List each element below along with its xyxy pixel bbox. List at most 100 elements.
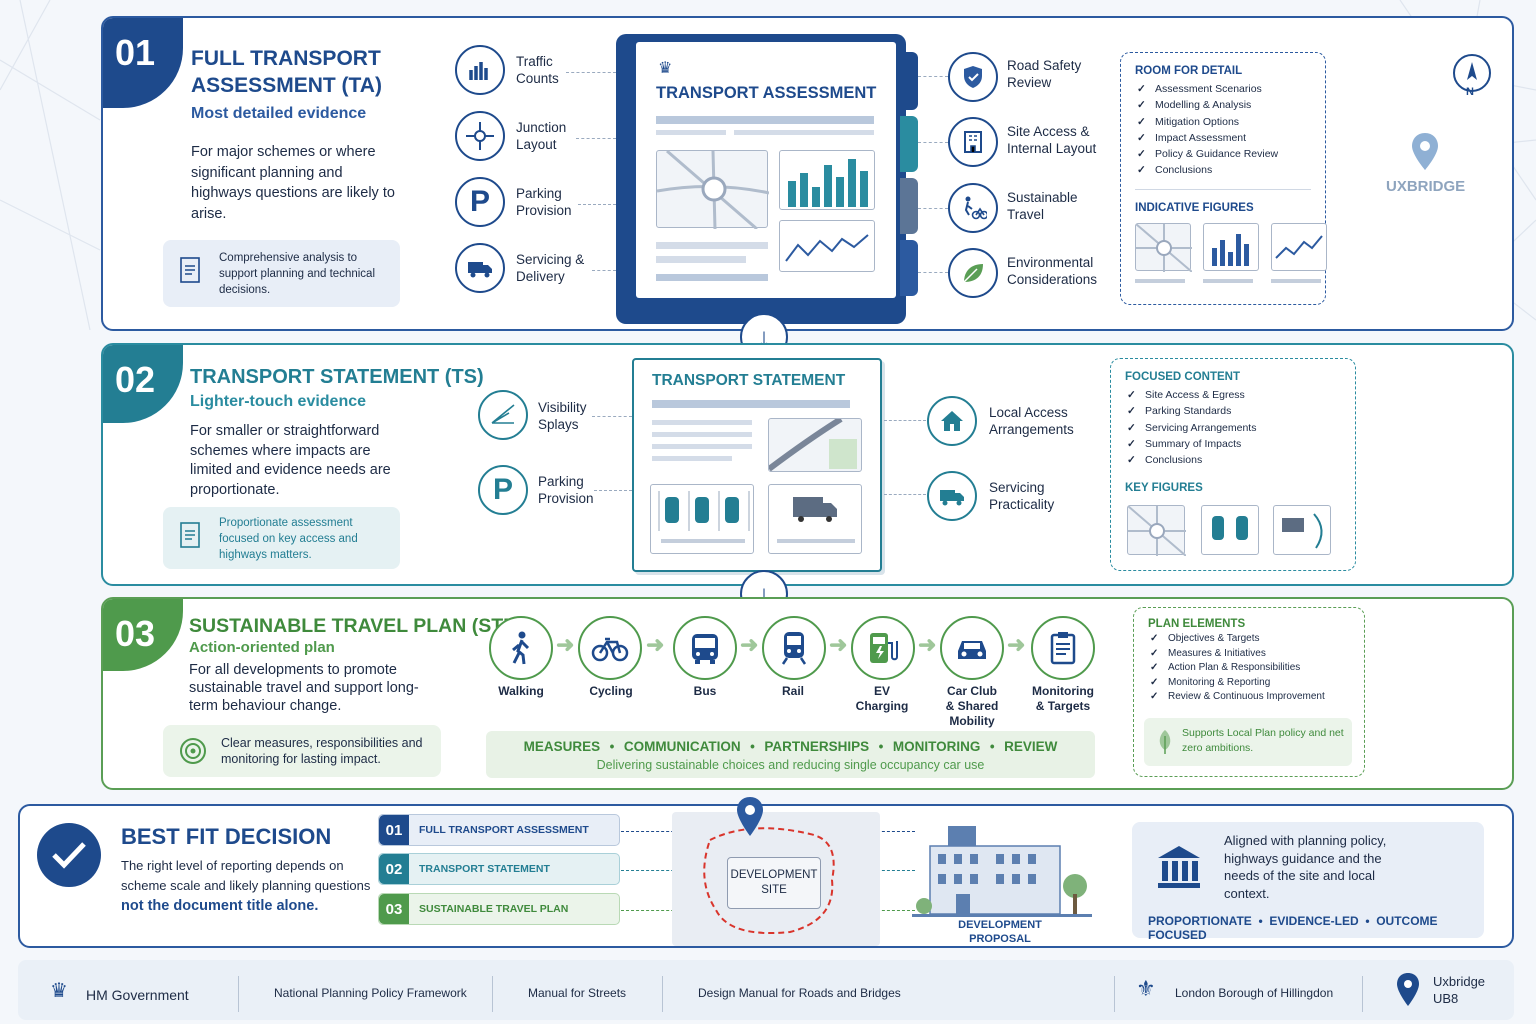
list-item: Measures & Initiatives: [1148, 647, 1350, 662]
chevron-right-icon: ➜: [646, 632, 665, 657]
chevron-right-icon: ➜: [740, 632, 759, 657]
list-item: Conclusions: [1135, 162, 1311, 179]
list-item: Review & Continuous Improvement: [1148, 690, 1350, 705]
stp-banner-items: MEASURES • COMMUNICATION • PARTNERSHIPS …: [523, 739, 1058, 754]
figure-thumb-junction: [1127, 505, 1187, 557]
ta-document-page: ♛ TRANSPORT ASSESSMENT: [636, 42, 896, 298]
best-fit-title: BEST FIT DECISION: [121, 824, 332, 849]
mode-label-bus: Bus: [693, 684, 717, 698]
stp-note-text: Clear measures, responsibilities and mon…: [221, 736, 423, 766]
document-icon: [179, 521, 203, 556]
access-map-figure: [767, 416, 862, 472]
figure-thumb-bars: [1203, 223, 1259, 271]
ta-description: For major schemes or where significant p…: [191, 144, 395, 222]
institution-icon: [1158, 846, 1200, 888]
truck-icon: [927, 471, 977, 521]
ts-document-title: TRANSPORT STATEMENT: [652, 372, 846, 389]
footer-dmrb: Design Manual for Roads and Bridges: [698, 986, 901, 1000]
mode-label-rail: Rail: [781, 684, 804, 698]
mode-label-walking: Walking: [498, 684, 544, 698]
ts-note: Proportionate assessment focused on key …: [163, 507, 400, 569]
train-icon: [762, 616, 826, 680]
checkmark-icon: [37, 823, 101, 887]
parking-bays-figure: [650, 484, 754, 554]
borough-crest-icon: ⚜: [1136, 976, 1156, 1001]
tree-icon: [1159, 730, 1171, 754]
ts-note-text: Proportionate assessment focused on key …: [219, 517, 358, 561]
compass-icon: [1453, 54, 1491, 92]
plan-note-text: Supports Local Plan policy and net zero …: [1182, 727, 1344, 754]
alignment-box: Aligned with planning policy, highways g…: [1132, 822, 1484, 942]
target-icon: [179, 737, 207, 769]
ta-title-line2: ASSESSMENT (TA): [191, 74, 382, 97]
bicycle-icon: [578, 616, 642, 680]
parking-icon: P: [455, 177, 505, 227]
mode-label-monitoring: Monitoring& Targets: [1032, 684, 1094, 713]
ta-note-text: Comprehensive analysis to support planni…: [219, 252, 376, 296]
indicative-figures-heading: INDICATIVE FIGURES: [1135, 201, 1254, 214]
footer-nppf: National Planning Policy Framework: [274, 986, 467, 1000]
plan-note: Supports Local Plan policy and net zero …: [1144, 718, 1352, 766]
chevron-right-icon: ➜: [918, 632, 937, 657]
building-access-icon: [948, 117, 998, 167]
location-pin-icon: [1397, 973, 1419, 1006]
map-pin-icon: [1410, 132, 1440, 177]
ts-title: TRANSPORT STATEMENT (TS): [190, 366, 484, 388]
footer-borough: London Borough of Hillingdon: [1175, 986, 1334, 1000]
ta-note: Comprehensive analysis to support planni…: [163, 240, 400, 307]
room-for-detail-box: ROOM FOR DETAIL Assessment Scenarios Mod…: [1120, 52, 1327, 305]
list-item: Parking Standards: [1125, 403, 1341, 420]
chevron-right-icon: ➜: [1007, 632, 1026, 657]
stp-title: SUSTAINABLE TRAVEL PLAN (STP): [189, 615, 523, 637]
stp-note: Clear measures, responsibilities and mon…: [163, 725, 441, 777]
list-item: Conclusions: [1125, 452, 1341, 469]
footer: ♛ HM Government National Planning Policy…: [18, 960, 1514, 1020]
chevron-right-icon: ➜: [829, 632, 848, 657]
document-icon: [179, 256, 203, 291]
site-boundary: [703, 827, 835, 935]
figure-thumb-junction: [1135, 223, 1193, 273]
list-item: Policy & Guidance Review: [1135, 146, 1311, 163]
crest-icon: ♛: [658, 60, 673, 77]
ts-subtitle: Lighter-touch evidence: [190, 393, 367, 410]
stp-subtitle: Action-oriented plan: [189, 639, 335, 656]
bus-icon: [673, 616, 737, 680]
figure-thumb-servicing: [1273, 505, 1331, 555]
ts-document: TRANSPORT STATEMENT: [632, 358, 882, 572]
site-access-label: Site Access &Internal Layout: [1007, 124, 1097, 156]
junction-map-figure: [656, 149, 770, 231]
list-item: Impact Assessment: [1135, 130, 1311, 147]
stp-banner: MEASURES • COMMUNICATION • PARTNERSHIPS …: [486, 731, 1095, 778]
focused-content-box: FOCUSED CONTENT Site Access & Egress Par…: [1110, 358, 1356, 571]
bar-chart-icon: [455, 45, 505, 95]
parking-icon: P: [478, 465, 528, 515]
best-fit-emphasis: not the document title alone.: [121, 898, 319, 914]
room-for-detail-heading: ROOM FOR DETAIL: [1135, 65, 1243, 77]
building-icon: [912, 826, 1092, 917]
list-item: Mitigation Options: [1135, 114, 1311, 131]
clipboard-icon: [1031, 616, 1095, 680]
crest-icon: ♛: [50, 980, 68, 1002]
plan-elements-box: PLAN ELEMENTS Objectives & Targets Measu…: [1133, 607, 1365, 777]
house-icon: [927, 396, 977, 446]
shield-icon: [948, 52, 998, 102]
best-fit-description: The right level of reporting depends on …: [121, 858, 371, 914]
stp-description: For all developments to promote sustaina…: [189, 662, 419, 714]
walking-icon: [489, 616, 553, 680]
truck-icon: [455, 243, 505, 293]
stp-banner-subtitle: Delivering sustainable choices and reduc…: [596, 758, 985, 772]
walk-cycle-icon: [948, 183, 998, 233]
list-item: Servicing Arrangements: [1125, 420, 1341, 437]
